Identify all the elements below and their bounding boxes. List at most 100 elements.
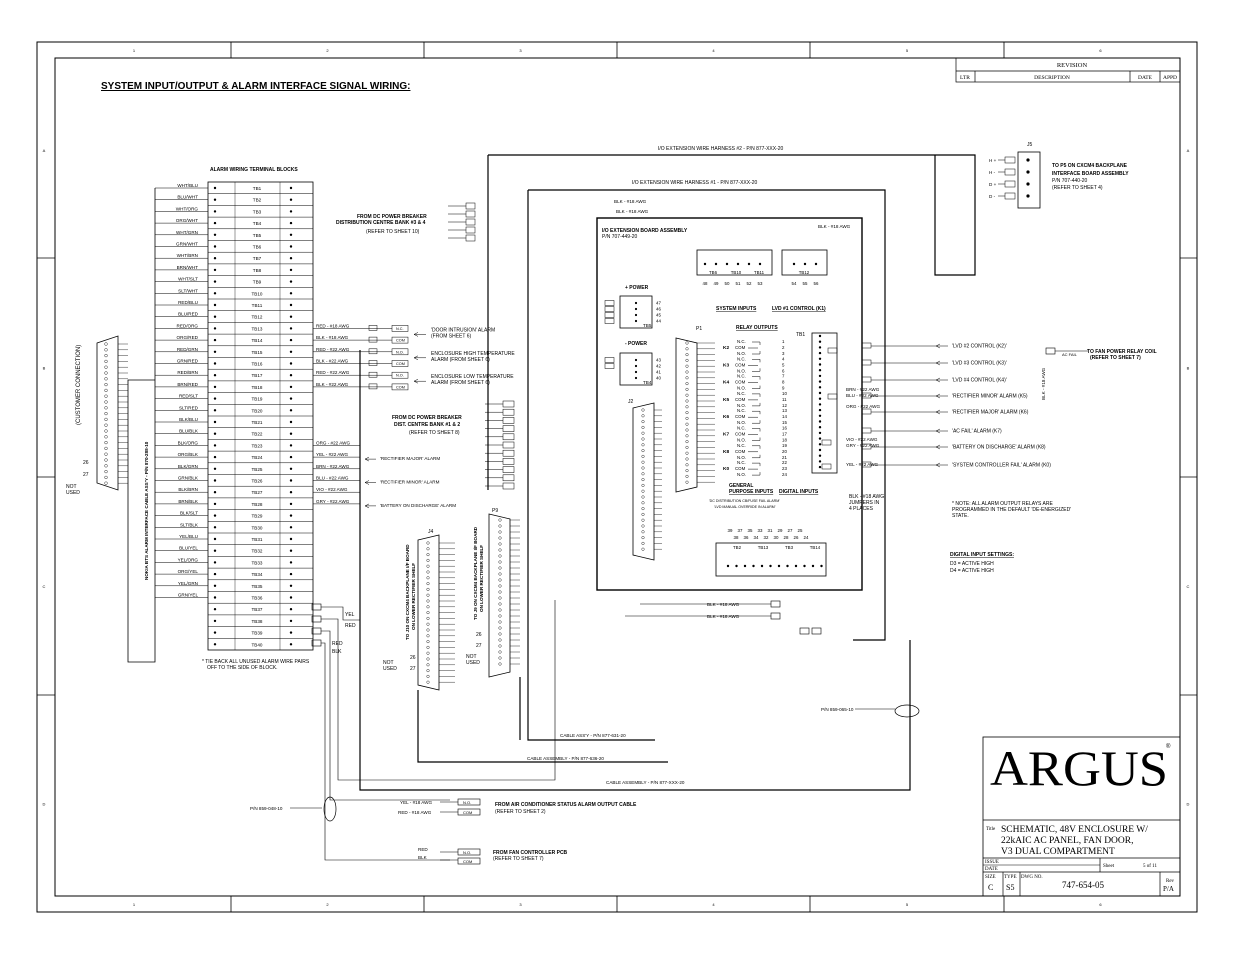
gpi-pin [735,564,738,568]
fan-relay-line1: TO FAN POWER RELAY COIL [1087,349,1157,355]
p1-pin [685,387,689,391]
revision-block: REVISION LTR DESCRIPTION DATE APPD [955,57,1181,83]
relay-contact-icon [748,393,761,407]
ac-no: N.O. [463,800,471,805]
relay-pin-number: 18 [782,438,787,443]
tb1-pin [818,374,822,378]
j4-pin [426,674,430,678]
connection-terminal [368,348,378,355]
alarm-wire-label: RED/SLT [179,394,198,399]
alarm-wire-label: YEL/GRN [178,581,198,586]
gpi-number: 25 [798,528,803,533]
relay-no: N.O. [737,368,746,373]
terminal-label: TB5 [253,233,262,238]
top-block-label: TB12 [799,270,810,275]
lvd-terminal [861,342,872,349]
alarm-wire-label: BLK/GRN [178,464,198,469]
relay-contact-icon [748,359,761,372]
terminal-label: TB32 [252,549,263,554]
terminal-screw [289,397,293,400]
j2-pin [641,431,645,435]
connector-pin [104,470,108,474]
terminal-label: TB34 [252,572,263,577]
connection-term: N.C. [396,327,404,331]
terminal-screw [213,420,217,424]
j2-pin [641,524,645,528]
top-terminal-number: 51 [736,281,741,286]
fan-line2: (REFER TO SHEET 7) [493,856,544,862]
arrow-icon [935,377,948,383]
terminal-screw [213,210,217,213]
terminal-screw [289,198,293,201]
connection-term: COM [396,339,405,343]
ac-line2: (REFER TO SHEET 2) [495,809,546,815]
p1-pin [685,445,689,449]
revision-ltr: LTR [960,75,970,81]
wire-bundle [127,188,156,663]
fan-red: RED [418,847,428,852]
connection-wire-label: RED - #22 AWG [316,347,350,352]
tb5-block [619,295,653,329]
terminal-screw [289,374,293,377]
power-pin [634,319,638,323]
title-line3: V3 DUAL COMPARTMENT [1001,847,1115,857]
tb1-jumper [821,439,832,446]
arrow-icon [364,480,376,485]
alarm-wire-label: RED/BRN [177,370,198,375]
connector-pin [104,481,108,485]
terminal-screw [213,338,217,342]
title-label: Title [986,827,996,832]
terminal-label: TB31 [252,537,263,542]
gpi-number: 33 [758,528,763,533]
j5-pin [1026,158,1030,162]
terminal-label: TB27 [252,490,263,495]
relay-id: K6 [723,414,729,420]
p1-pin [685,422,689,426]
arrow-icon [935,409,948,415]
j4-pin [426,651,430,655]
tb5-label: TB5 [643,323,652,328]
j4-pin [426,680,430,684]
relay-pin-number: 19 [782,443,787,448]
gpi-pin [777,564,781,568]
alarm-desc-sub: ALARM (FROM SHEET 6) [431,380,490,386]
customer-connection-label: (CUSTOMER CONNECTION) [76,345,82,425]
connector-pin [104,429,108,433]
lvd-terminal-number: 54 [792,281,797,286]
terminal-screw [289,432,293,435]
breaker-terminal [502,400,515,408]
terminal-screw [213,268,217,272]
gpi-number: 27 [788,528,793,533]
j4-pin [426,611,430,615]
breaker-terminal [502,417,515,424]
connection-wire-label: BLK - #18 AWG [316,335,349,340]
dc-breaker-top: FROM DC POWER BREAKER DISTRIBUTION CENTR… [336,202,476,242]
p9-pin [498,620,502,624]
customer-pin-27: 27 [83,472,89,478]
top-terminal [736,262,740,266]
terminal-screw [213,619,217,623]
terminal-screw [213,479,217,482]
terminal-screw [213,491,217,494]
relay-note-2: PROGRAMMED IN THE DEFAULT 'DE-ENERGIZED' [952,507,1071,513]
terminal-label: TB8 [253,268,262,273]
tb1-pin [818,420,822,423]
gpi-number: 35 [748,528,753,533]
tb1-pin [818,454,822,457]
relay-contact-icon [748,462,761,476]
j2-pin [641,408,645,412]
top-block-label: TB11 [754,270,765,275]
gpi-pin [786,564,789,568]
bottom-block-label: TB3 [785,545,794,550]
j4-connector: J4 TO J10 ON CXCM4 BACKPLANE I/F BOARD O… [383,529,455,691]
column-label: 1 [133,48,136,53]
alarm-wire-label: BRN/BLK [178,499,199,504]
j4-pin [426,553,430,557]
terminal-screw [289,257,293,260]
connector-pin [104,377,108,381]
j5-label: J5 [1027,142,1033,148]
alarm-wire-label: RED/BLU [178,300,198,305]
alarm-wire-label: ORG/YEL [178,569,199,574]
j5-connector: J5 H +H -D +D - TO P5 ON CXCM4 BACKPLANE… [989,142,1129,209]
relay-com: COM [735,345,746,350]
